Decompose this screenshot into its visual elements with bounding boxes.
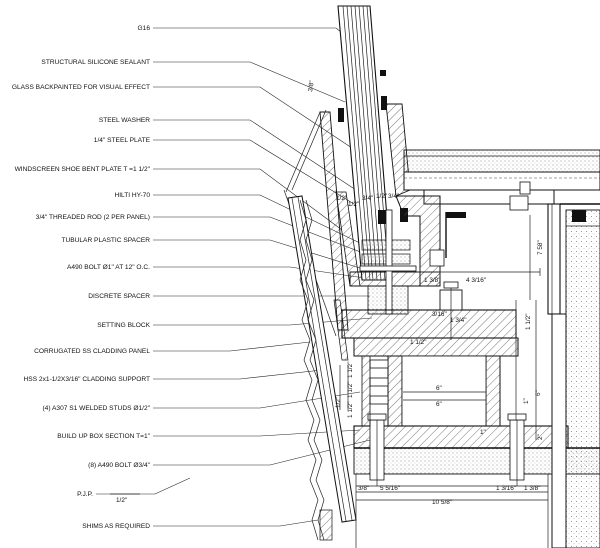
leader-shims [153,519,319,527]
leader-plate [153,139,355,205]
dim-2-v: 2" [537,434,544,440]
label-discrete-spacer: DISCRETE SPACER [88,293,150,300]
label-threaded-rod: 3/4" THREADED ROD (2 PER PANEL) [36,214,150,221]
dim-6-c: 6" [535,390,542,396]
dim-1-1-2-h: 1 1/2" [410,339,426,346]
label-a490-bolt-34: (8) A490 BOLT Ø3/4" [88,462,150,469]
dim-pjp-half: 1/2" [116,497,127,504]
leader-pjp [96,477,191,495]
label-setting-block: SETTING BLOCK [97,322,150,329]
label-a490-bolt-1: A490 BOLT Ø1" AT 12" O.C. [67,264,150,271]
dim-1-1-2-d: 1 1/2" [347,382,354,398]
leader-spacer [153,239,361,269]
leader-sealant [153,61,346,103]
callout-labels: G16 STRUCTURAL SILICONE SEALANT GLASS BA… [12,25,151,530]
dim-half-c: 1/2" [335,397,342,408]
dim-1-3-4: 1 3/4" [450,317,466,324]
dim-1-1-2-e: 1 1/2" [347,402,354,418]
leader-shoe [153,168,343,231]
label-g16: G16 [138,25,151,32]
top-slab [403,149,600,191]
label-windscreen-shoe: WINDSCREEN SHOE BENT PLATE T =1 1/2" [15,166,151,173]
label-corrugated-panel: CORRUGATED SS CLADDING PANEL [34,348,150,355]
glass-panel [337,5,408,281]
windscreen-shoe [283,103,411,541]
dim-1-v: 1" [523,398,530,404]
build-up-box [353,313,600,548]
label-steel-washer: STEEL WASHER [99,117,150,124]
leader-lines [96,27,379,527]
label-glass-backpainted: GLASS BACKPAINTED FOR VISUAL EFFECT [12,84,150,91]
leader-g16 [153,27,359,47]
leader-corrugated [153,341,311,352]
dim-3-8-bottom: 3/8" [358,485,369,492]
dim-1-1-2-v: 1 1/2" [525,314,532,330]
label-hilti: HILTI HY-70 [114,192,150,199]
dim-1-3-8-b: 1 3/8" [524,485,540,492]
label-steel-plate: 1/4" STEEL PLATE [94,137,151,144]
steel-frame [423,181,600,548]
dim-1-h: 1" [480,429,486,436]
leader-washer [153,119,357,191]
label-shims: SHIMS AS REQUIRED [82,523,150,530]
label-plastic-spacer: TUBULAR PLASTIC SPACER [61,237,150,244]
dim-10-5-8: 10 5/8" [432,499,452,506]
dim-6-b: 6" [436,401,442,408]
dimension-lines [110,215,548,501]
dim-6-a: 6" [436,385,442,392]
label-hss-support: HSS 2x1-1/2X3/16" CLADDING SUPPORT [24,376,150,383]
leader-hss [153,369,323,380]
shoe-body [335,191,466,315]
dim-1-3-8: 1 3/8" [424,277,440,284]
dim-half-weld: 1/2" [336,195,347,202]
label-box-section: BUILD UP BOX SECTION T=1" [57,433,150,440]
leader-bolt-1 [153,266,379,281]
label-silicone-sealant: STRUCTURAL SILICONE SEALANT [41,59,150,66]
dim-5-5-16: 5 5/16" [380,485,400,492]
dim-4-3-16: 4 3/16" [466,277,486,284]
label-pjp: P.J.P. [77,491,93,498]
dim-three-quarter-b: 3/4" [388,193,399,200]
dim-three-quarter-a: 3/4" [362,195,373,202]
leader-hilti [153,194,363,245]
dim-half-a: 1/2" [348,201,359,208]
dim-7-58: 7 58" [537,240,544,255]
dim-3-16: 3/16" [432,311,447,318]
dim-half-b: 1/2" [376,193,387,200]
dim-1-1-2-c: 1 1/2" [347,362,354,378]
dim-3-8-top: 3/8" [307,80,316,92]
dim-1-3-16: 1 3/16" [496,485,516,492]
dimension-texts: 3/8" 1/2" 1/2" 3/4" 1/2" 3/4" 1 3/8" 4 3… [116,80,544,506]
label-welded-studs: (4) A307 S1 WELDED STUDS Ø1/2" [42,405,150,412]
